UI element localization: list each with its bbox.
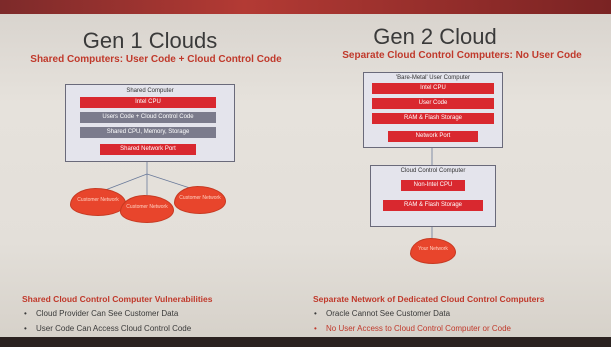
left-subtitle: Shared Computers: User Code + Cloud Cont… [30, 54, 282, 65]
row-intel-cpu-right: Intel CPU [372, 83, 494, 94]
row-ram-flash-control: RAM & Flash Storage [383, 200, 483, 211]
row-network-port: Network Port [388, 131, 478, 142]
bare-metal-title: 'Bare-Metal' User Computer [396, 75, 470, 81]
left-bullet-1: •Cloud Provider Can See Customer Data [24, 309, 179, 318]
row-non-intel-cpu: Non-Intel CPU [401, 180, 465, 191]
customer-network-cloud-3: Customer Network [174, 186, 226, 214]
row-shared-network-port: Shared Network Port [100, 144, 196, 155]
bare-metal-box: 'Bare-Metal' User Computer Intel CPU Use… [363, 72, 503, 148]
row-user-code: User Code [372, 98, 494, 109]
left-section-head: Shared Cloud Control Computer Vulnerabil… [22, 294, 213, 304]
right-subtitle: Separate Cloud Control Computers: No Use… [342, 50, 582, 61]
cloud-control-box: Cloud Control Computer Non-Intel CPU RAM… [370, 165, 496, 227]
cloud-control-title: Cloud Control Computer [400, 168, 466, 174]
right-section-head: Separate Network of Dedicated Cloud Cont… [313, 294, 545, 304]
right-bullet-2: •No User Access to Cloud Control Compute… [314, 324, 511, 333]
right-bullet-1: •Oracle Cannot See Customer Data [314, 309, 451, 318]
row-shared-cpu: Shared CPU, Memory, Storage [80, 127, 216, 138]
left-title: Gen 1 Clouds [82, 28, 218, 53]
row-users-code: Users Code + Cloud Control Code [80, 112, 216, 123]
shared-computer-title: Shared Computer [126, 88, 174, 94]
customer-network-cloud-1: Customer Network [70, 188, 126, 216]
left-bullet-2: •User Code Can Access Cloud Control Code [24, 324, 192, 333]
row-ram-flash: RAM & Flash Storage [372, 113, 494, 124]
customer-network-cloud-2: Customer Network [120, 195, 174, 223]
right-title: Gen 2 Cloud [373, 24, 497, 49]
your-network-cloud: Your Network [410, 238, 456, 264]
shared-computer-box: Shared Computer Intel CPU Users Code + C… [65, 84, 235, 162]
row-intel-cpu: Intel CPU [80, 97, 216, 108]
